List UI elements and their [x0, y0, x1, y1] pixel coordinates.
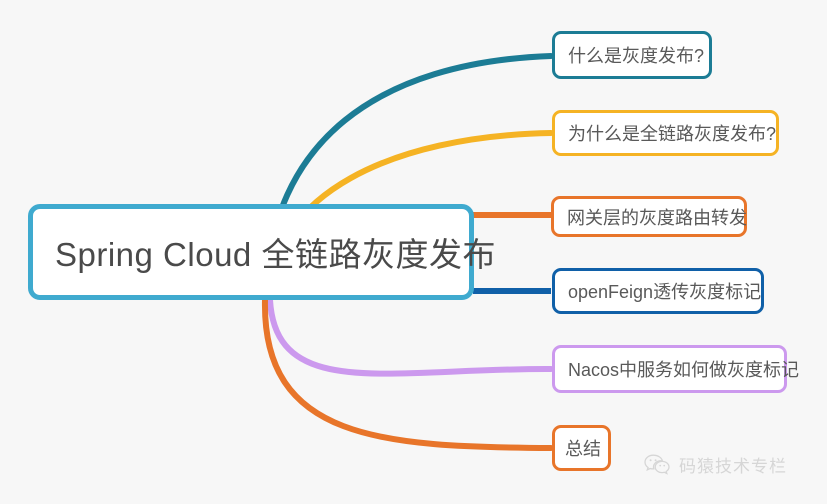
node-5-label: Nacos中服务如何做灰度标记	[568, 360, 800, 380]
mindmap-node-summary[interactable]: 总结	[552, 425, 611, 471]
watermark: 码猿技术专栏	[644, 452, 787, 477]
wechat-icon	[644, 454, 670, 476]
mindmap-root-node[interactable]: Spring Cloud 全链路灰度发布	[28, 204, 495, 300]
node-4-label: openFeign透传灰度标记	[568, 282, 762, 302]
mindmap-node-gateway-gray-routing[interactable]: 网关层的灰度路由转发	[551, 196, 747, 237]
connector-branch-6	[261, 297, 554, 451]
mindmap-node-nacos-gray-tag[interactable]: Nacos中服务如何做灰度标记	[552, 345, 799, 393]
watermark-text: 码猿技术专栏	[679, 457, 787, 476]
mindmap-node-what-is-gray-release[interactable]: 什么是灰度发布?	[552, 31, 712, 79]
node-1-label: 什么是灰度发布?	[568, 46, 705, 66]
node-3-label: 网关层的灰度路由转发	[567, 207, 747, 228]
mindmap-node-openfeign-gray-tag[interactable]: openFeign透传灰度标记	[552, 268, 764, 314]
mindmap-node-why-full-link-gray-release[interactable]: 为什么是全链路灰度发布?	[552, 110, 779, 156]
node-2-label: 为什么是全链路灰度发布?	[568, 124, 777, 144]
root-node-label: Spring Cloud 全链路灰度发布	[55, 236, 496, 273]
connector-branch-5	[267, 297, 554, 377]
node-6-label: 总结	[565, 439, 601, 459]
